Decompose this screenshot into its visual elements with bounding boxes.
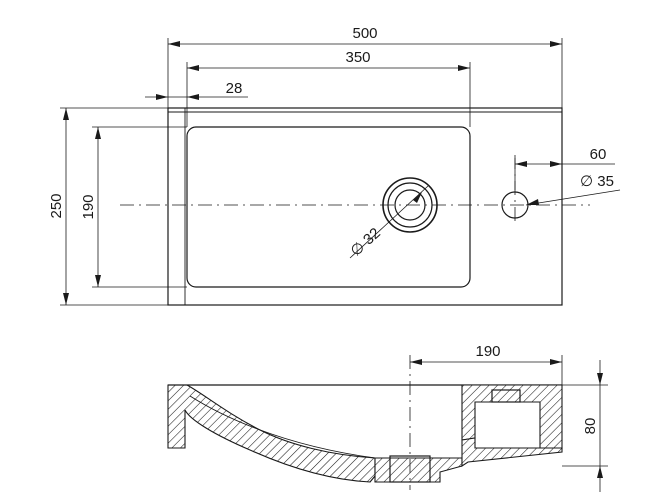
bowl-width-label: 350 [345,49,370,66]
tap-hole-diameter-label: ∅ 35 [580,173,614,190]
arrowhead [550,41,562,47]
overall-depth-label: 250 [48,193,65,218]
section-drain-body [374,457,463,483]
arrowhead [550,161,562,167]
arrowhead [168,41,180,47]
overall-width-label: 500 [352,25,377,42]
arrowhead [95,275,101,287]
arrowhead [156,94,168,100]
plan-view: 500 350 28 250 190 60 [48,25,621,306]
arrowhead [187,65,199,71]
bowl-depth-label: 190 [80,194,97,219]
section-right-lower [461,437,563,468]
section-bowl-surface [189,395,376,459]
arrowhead [515,161,527,167]
leader-drain-diameter [349,185,429,259]
basin-outline [167,107,563,306]
arrowhead [95,127,101,139]
arrowhead [458,65,470,71]
bowl-outline [186,126,471,288]
section-right-block [461,384,563,449]
arrowhead [187,94,199,100]
arrowhead [410,359,422,365]
arrowhead [550,359,562,365]
leader-tap-hole-diameter [525,189,621,206]
tap-offset-label: 60 [590,146,607,163]
edge-offset-label: 28 [226,80,243,97]
section-view: 190 80 [167,343,608,492]
arrowhead [63,293,69,305]
section-width-label: 190 [475,343,500,360]
arrowhead [63,108,69,120]
section-bowl-body [167,384,376,483]
arrowhead [526,199,539,205]
arrowhead [413,192,422,203]
arrowhead [597,466,603,478]
arrowhead [597,373,603,385]
section-faucet-cap [491,389,521,403]
section-height-label: 80 [582,418,599,435]
section-drain-bore [389,455,431,483]
drain-diameter-label: ∅ 32 [347,225,384,260]
